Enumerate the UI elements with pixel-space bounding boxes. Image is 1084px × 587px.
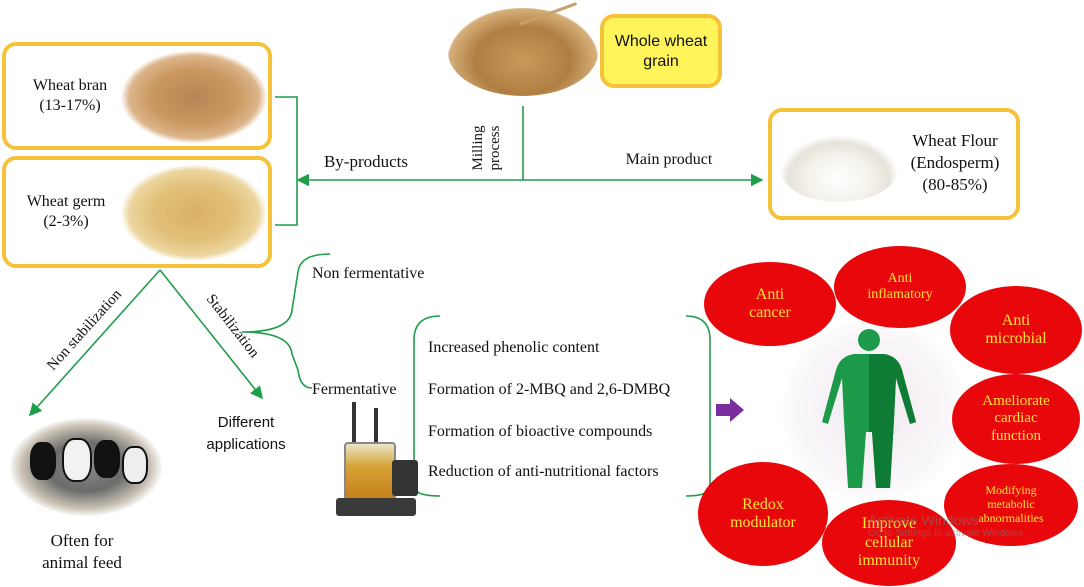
animal-feed-label: Often for animal feed bbox=[42, 531, 122, 572]
cardiac-label: Ameliorate cardiac function bbox=[982, 393, 1050, 444]
grain-image bbox=[448, 8, 598, 96]
wheat-flour-label: Wheat Flour (Endosperm) (80-85%) bbox=[910, 131, 1000, 194]
metabolic-label: Modifying metabolic abnormalities bbox=[978, 483, 1044, 525]
metabolic-blob: Modifying metabolic abnormalities bbox=[944, 464, 1078, 546]
whole-wheat-grain-box: Whole wheat grain bbox=[600, 14, 722, 88]
wheat-germ-label: Wheat germ (2-3%) bbox=[26, 193, 106, 230]
purple-arrow bbox=[716, 398, 744, 422]
wheat-flour-image bbox=[780, 136, 898, 202]
effects-bracket-right bbox=[685, 315, 711, 497]
effect-item: Formation of 2-MBQ and 2,6-DMBQ bbox=[428, 381, 671, 398]
wheat-bran-label: Wheat bran (13-17%) bbox=[32, 77, 108, 114]
effect-item: Formation of bioactive compounds bbox=[428, 423, 653, 440]
arrow-non-stabilization bbox=[28, 269, 161, 417]
different-applications-label: Different applications bbox=[206, 414, 286, 453]
anti-cancer-label: Anti cancer bbox=[749, 285, 791, 321]
whole-wheat-grain-label: Whole wheat grain bbox=[614, 33, 708, 70]
bioreactor-image bbox=[330, 402, 422, 520]
activation-watermark: Activate Windows Go to Settings to activ… bbox=[868, 512, 1082, 539]
anti-microbial-label: Anti microbial bbox=[985, 311, 1047, 347]
effect-item: Reduction of anti-nutritional factors bbox=[428, 463, 659, 480]
byproducts-label: By-products bbox=[323, 152, 409, 171]
arrow-stabilization bbox=[159, 269, 263, 400]
anti-microbial-blob: Anti microbial bbox=[950, 286, 1082, 374]
treatment-brace bbox=[241, 253, 331, 389]
wheat-flour-box: Wheat Flour (Endosperm) (80-85%) bbox=[768, 108, 1020, 220]
milling-process-label: Milling process bbox=[470, 125, 503, 171]
main-product-label: Main product bbox=[625, 151, 713, 168]
cardiac-blob: Ameliorate cardiac function bbox=[952, 374, 1080, 464]
watermark-line1: Activate Windows bbox=[868, 512, 979, 528]
watermark-line2: Go to Settings to activate Windows. bbox=[868, 528, 1026, 539]
byproducts-brace bbox=[275, 96, 298, 226]
redox-label: Redox modulator bbox=[730, 495, 796, 531]
anti-inflamatory-label: Anti inflamatory bbox=[867, 270, 933, 302]
fermentative-label: Fermentative bbox=[312, 381, 397, 398]
effect-item: Increased phenolic content bbox=[428, 339, 600, 356]
cows-image bbox=[10, 418, 162, 516]
effects-bracket bbox=[413, 315, 441, 497]
anti-inflamatory-blob: Anti inflamatory bbox=[834, 246, 966, 328]
wheat-germ-image bbox=[120, 164, 268, 262]
redox-blob: Redox modulator bbox=[698, 462, 828, 566]
immunity-label: Improve cellular immunity bbox=[857, 515, 921, 570]
human-body-icon bbox=[822, 329, 916, 488]
anti-cancer-blob: Anti cancer bbox=[704, 262, 836, 346]
immunity-blob: Improve cellular immunity bbox=[822, 500, 956, 586]
wheat-germ-box: Wheat germ (2-3%) bbox=[2, 156, 272, 268]
wheat-bran-box: Wheat bran (13-17%) bbox=[2, 42, 272, 150]
non-fermentative-label: Non fermentative bbox=[312, 265, 425, 282]
wheat-bran-image bbox=[120, 50, 268, 144]
